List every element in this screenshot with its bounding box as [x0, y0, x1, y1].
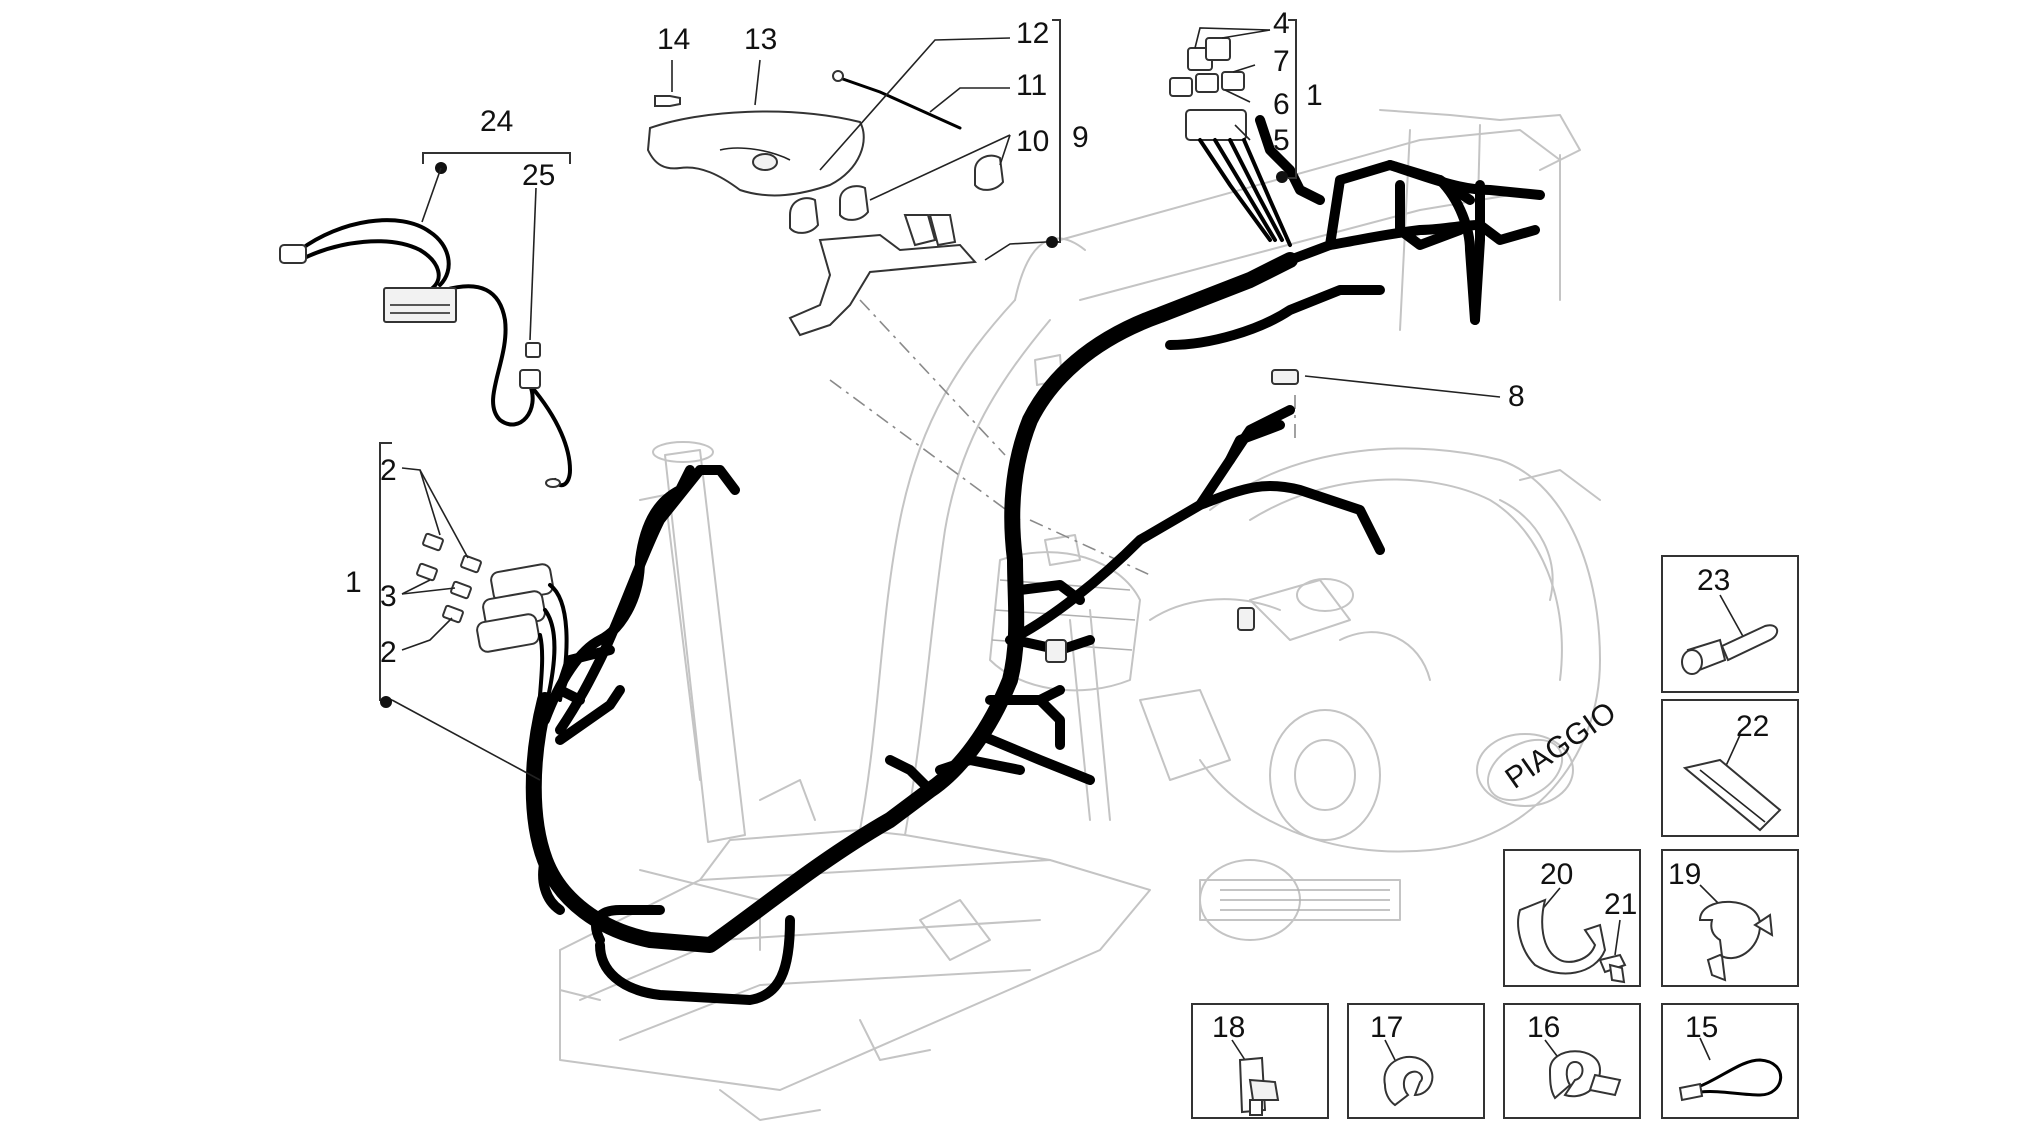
part-box-15: [1661, 1003, 1799, 1119]
label-13: 13: [744, 23, 777, 56]
label-1-right: 1: [1306, 79, 1323, 112]
label-10: 10: [1016, 125, 1049, 158]
label-20: 20: [1540, 858, 1573, 891]
scooter-frame-outline: [559, 109, 1601, 1121]
label-12: 12: [1016, 17, 1049, 50]
label-1-left: 1: [345, 566, 362, 599]
label-7: 7: [1273, 45, 1290, 78]
part-box-18: [1191, 1003, 1329, 1119]
part-8-clip: [1271, 369, 1299, 385]
part-box-16: [1503, 1003, 1641, 1119]
label-15: 15: [1685, 1011, 1718, 1044]
part-box-17: [1347, 1003, 1485, 1119]
label-11: 11: [1016, 69, 1047, 102]
subassembly-9-14: [646, 19, 1061, 337]
main-wiring-harness: [525, 115, 1545, 1005]
label-3: 3: [380, 580, 397, 613]
part-box-23: [1661, 555, 1799, 693]
label-9: 9: [1072, 121, 1089, 154]
part-box-22: [1661, 699, 1799, 837]
part-box-19: [1661, 849, 1799, 987]
fuse-group-left: [379, 442, 569, 781]
label-25: 25: [522, 159, 555, 192]
assembly-dash-lines: [829, 299, 1296, 576]
subassembly-24-25: [279, 152, 573, 488]
part-box-20-21: [1503, 849, 1641, 987]
label-24: 24: [480, 105, 513, 138]
label-18: 18: [1212, 1011, 1245, 1044]
label-17: 17: [1370, 1011, 1403, 1044]
label-4: 4: [1273, 7, 1290, 40]
label-16: 16: [1527, 1011, 1560, 1044]
label-2-bottom: 2: [380, 636, 397, 669]
label-22: 22: [1736, 710, 1769, 743]
label-2-top: 2: [380, 454, 397, 487]
label-19: 19: [1668, 858, 1701, 891]
leader-8: [1304, 375, 1501, 398]
label-21: 21: [1604, 888, 1637, 921]
label-14: 14: [657, 23, 690, 56]
label-23: 23: [1697, 564, 1730, 597]
label-8: 8: [1508, 380, 1525, 413]
relay-group-top: [1169, 19, 1297, 247]
label-5: 5: [1273, 124, 1290, 157]
harness-connectors: [1045, 369, 1299, 663]
label-6: 6: [1273, 88, 1290, 121]
